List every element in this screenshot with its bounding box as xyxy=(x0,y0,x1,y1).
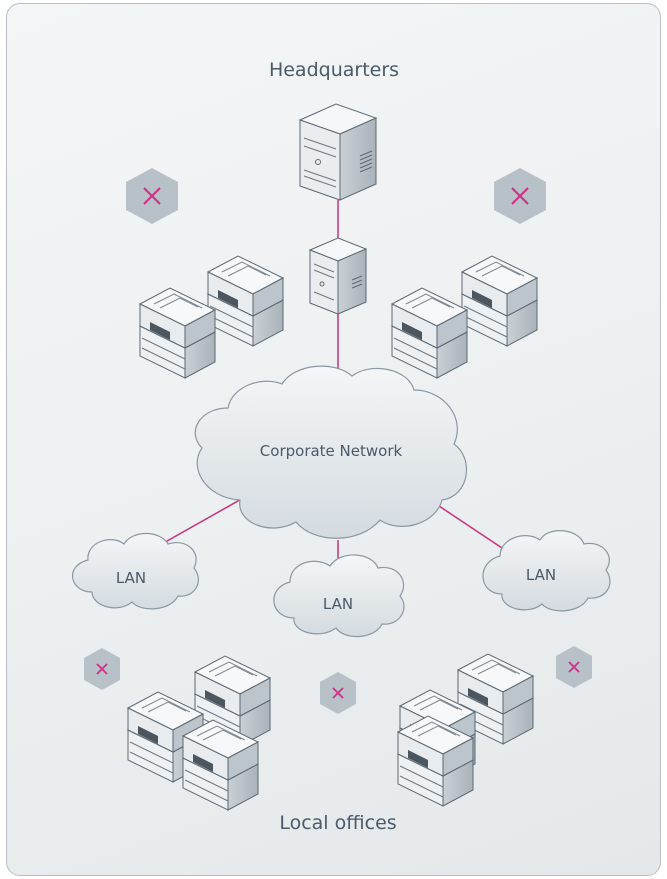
server-small-icon xyxy=(309,237,367,315)
headquarters-title: Headquarters xyxy=(269,59,399,81)
cloud-icon xyxy=(273,554,405,638)
lan-label-middle: LAN xyxy=(323,595,353,613)
cloud-icon xyxy=(71,532,199,610)
cloud-icon xyxy=(482,530,611,612)
printer-icon xyxy=(391,287,468,379)
lan-label-right: LAN xyxy=(526,566,556,584)
link-cloud-lan-right xyxy=(429,499,506,551)
not-allowed-icon xyxy=(494,168,546,224)
link-cloud-lan-left xyxy=(159,496,246,546)
local-offices-title: Local offices xyxy=(279,812,396,834)
not-allowed-icon xyxy=(84,648,120,690)
server-tower-icon xyxy=(299,103,377,201)
printer-icon xyxy=(461,255,538,347)
cloud-icon xyxy=(194,365,468,539)
lan-label-left: LAN xyxy=(116,569,146,587)
printer-icon xyxy=(207,255,284,347)
not-allowed-icon xyxy=(126,168,178,224)
not-allowed-icon xyxy=(320,672,356,714)
corporate-network-label: Corporate Network xyxy=(260,442,403,460)
printer-icon xyxy=(139,287,216,379)
not-allowed-icon xyxy=(556,646,592,688)
